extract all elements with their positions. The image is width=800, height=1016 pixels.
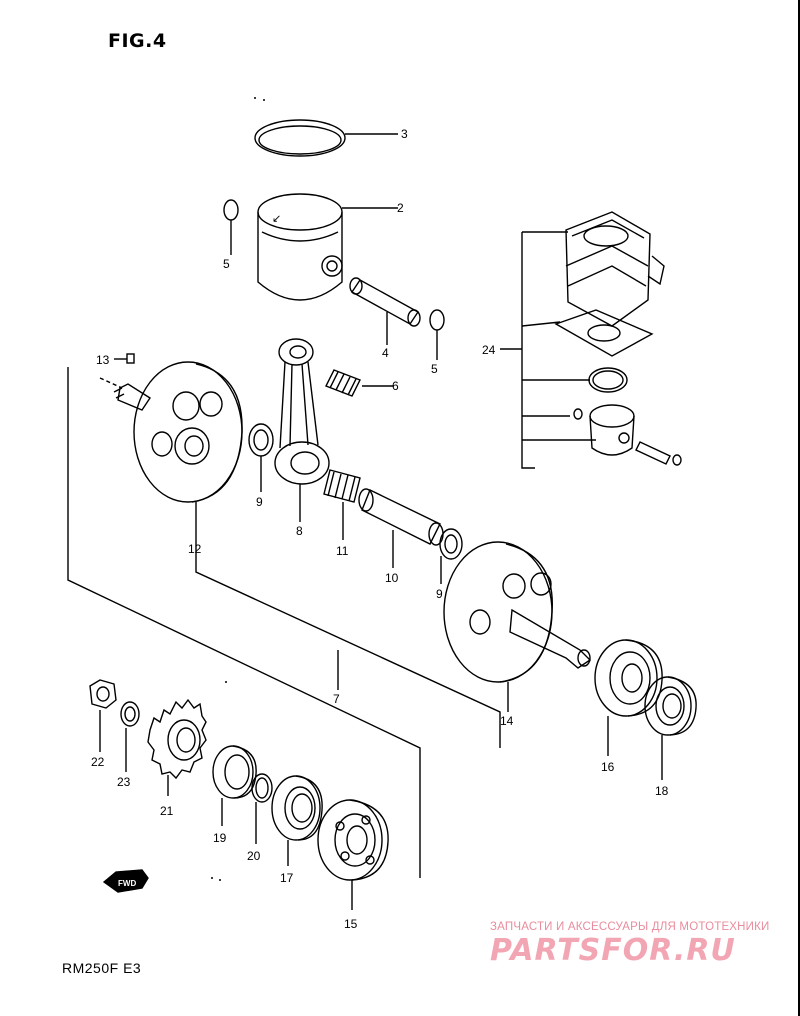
part-crank-pin[interactable] <box>358 488 444 568</box>
callout-6: 6 <box>392 379 399 393</box>
scan-specks <box>211 97 265 881</box>
part-primary-drive-gear[interactable] <box>147 698 207 796</box>
callout-14: 14 <box>500 714 514 728</box>
part-piston-ring[interactable] <box>254 119 398 157</box>
callout-13: 13 <box>96 353 110 367</box>
callout-16: 16 <box>601 760 615 774</box>
callout-12: 12 <box>188 542 202 556</box>
part-oil-seal-right[interactable] <box>644 676 697 780</box>
callout-9-right: 9 <box>436 587 443 601</box>
callout-24: 24 <box>482 343 496 357</box>
callout-21: 21 <box>160 804 174 818</box>
callout-7: 7 <box>333 692 340 706</box>
callout-15: 15 <box>344 917 358 931</box>
model-code: RM250F E3 <box>62 960 142 976</box>
part-connecting-rod[interactable] <box>274 338 330 522</box>
part-circlip-left[interactable] <box>223 199 239 255</box>
callout-10: 10 <box>385 571 399 585</box>
svg-text:↙: ↙ <box>272 213 281 225</box>
part-piston[interactable]: ↙ <box>257 193 398 301</box>
callout-2: 2 <box>397 201 404 215</box>
callout-18: 18 <box>655 784 669 798</box>
callout-5-left: 5 <box>223 257 230 271</box>
callout-4: 4 <box>382 346 389 360</box>
part-woodruff-key[interactable] <box>99 353 135 389</box>
crankshaft-assembly-outline <box>67 367 501 878</box>
callout-numbers: 3 2 5 4 5 13 6 24 9 8 12 11 10 9 7 14 22… <box>91 127 669 931</box>
callout-11: 11 <box>336 544 349 558</box>
part-small-end-bearing[interactable] <box>325 369 394 397</box>
callout-22: 22 <box>91 755 105 769</box>
callout-3: 3 <box>401 127 408 141</box>
callout-19: 19 <box>213 831 227 845</box>
part-crank-bearing-left[interactable] <box>317 799 389 910</box>
part-o-ring[interactable] <box>251 773 273 844</box>
figure-label: FIG.4 <box>108 30 167 52</box>
part-nut[interactable] <box>89 679 117 752</box>
part-lock-washer[interactable] <box>120 701 140 772</box>
part-crank-bearing-right[interactable] <box>594 639 663 756</box>
callout-5-right: 5 <box>431 362 438 376</box>
callout-8: 8 <box>296 524 303 538</box>
part-oil-seal-left[interactable] <box>212 745 257 826</box>
part-cylinder-kit[interactable] <box>500 211 682 469</box>
watermark-logo: PARTSFOR.RU <box>490 933 736 968</box>
part-thrust-washer-left[interactable] <box>248 423 274 492</box>
callout-23: 23 <box>117 775 131 789</box>
callout-9-left: 9 <box>256 495 263 509</box>
callout-20: 20 <box>247 849 261 863</box>
part-crankshaft-right[interactable] <box>443 541 592 712</box>
page-edge <box>798 0 800 1016</box>
part-big-end-bearing[interactable] <box>323 469 361 540</box>
fwd-arrow-icon: FWD <box>102 869 149 893</box>
watermark-tagline: ЗАПЧАСТИ И АКСЕССУАРЫ ДЛЯ МОТОТЕХНИКИ <box>490 921 770 933</box>
part-crankshaft-left[interactable] <box>113 361 243 540</box>
part-oil-seal-middle[interactable] <box>271 775 323 866</box>
part-piston-pin[interactable] <box>349 277 421 345</box>
fwd-label: FWD <box>118 879 136 888</box>
part-circlip-right[interactable] <box>429 309 445 360</box>
callout-17: 17 <box>280 871 294 885</box>
